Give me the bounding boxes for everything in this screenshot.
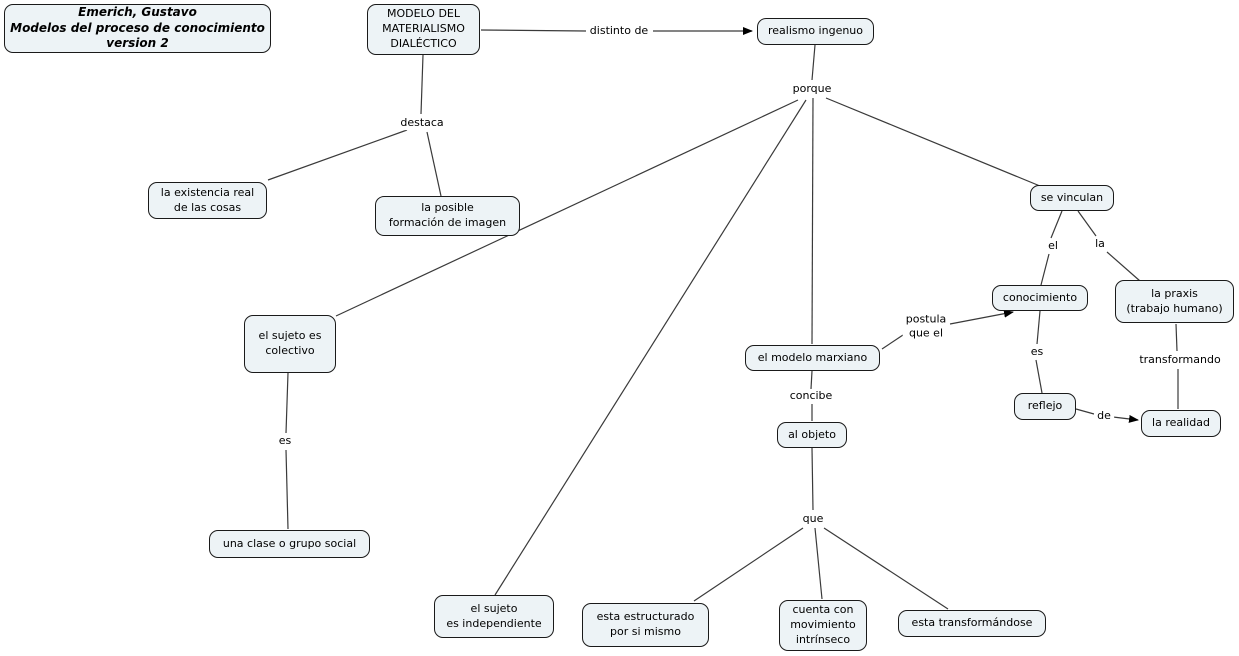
node-reflejo[interactable]: reflejo — [1014, 393, 1076, 420]
node-se-vinculan[interactable]: se vinculan — [1030, 185, 1114, 211]
node-modelo-materialismo-dialectico[interactable]: MODELO DEL MATERIALISMO DIALÉCTICO — [367, 4, 480, 55]
edge-sevinculan-to-el — [1050, 210, 1063, 239]
edge-objeto-to-que — [811, 447, 814, 511]
node-praxis-trabajo-humano[interactable]: la praxis (trabajo humano) — [1115, 280, 1234, 323]
edge-que-to-cuenta — [814, 527, 823, 600]
edge-es-to-clase — [285, 449, 289, 530]
edge-que-to-transformandose — [823, 527, 949, 610]
edge-modelo-to-destaca — [420, 54, 424, 115]
edge-conocimiento-to-es — [1036, 310, 1041, 345]
node-esta-transformandose[interactable]: esta transformándose — [898, 610, 1046, 637]
link-label-postula-que-el[interactable]: postula que el — [902, 312, 950, 340]
node-map-title[interactable]: Emerich, Gustavo Modelos del proceso de … — [4, 4, 271, 53]
edge-sevinculan-to-la — [1077, 210, 1097, 237]
node-existencia-real[interactable]: la existencia real de las cosas — [148, 182, 267, 219]
node-estructurado-por-si-mismo[interactable]: esta estructurado por si mismo — [582, 603, 709, 647]
edge-de-to-realidad — [1112, 414, 1139, 423]
edge-es-to-reflejo — [1035, 359, 1043, 394]
link-label-que[interactable]: que — [799, 512, 827, 526]
edge-la-to-praxis — [1106, 251, 1141, 282]
link-label-destaca[interactable]: destaca — [397, 116, 447, 130]
edge-porque-to-independiente — [494, 99, 807, 596]
link-label-es-left[interactable]: es — [275, 434, 295, 448]
edge-porque-to-marxiano — [811, 97, 814, 345]
link-label-es-right[interactable]: es — [1027, 345, 1047, 359]
edge-colectivo-to-es — [285, 372, 289, 434]
edge-destaca-to-posible — [426, 131, 442, 197]
edge-marxiano-to-concibe — [810, 370, 813, 390]
node-modelo-marxiano[interactable]: el modelo marxiano — [745, 345, 880, 371]
link-label-concibe[interactable]: concibe — [786, 389, 836, 403]
node-al-objeto[interactable]: al objeto — [777, 422, 847, 448]
node-realismo-ingenuo[interactable]: realismo ingenuo — [757, 18, 874, 45]
edge-destaca-to-existencia — [267, 129, 408, 181]
link-label-transformando[interactable]: transformando — [1136, 353, 1224, 367]
link-label-porque[interactable]: porque — [789, 82, 835, 96]
edge-reflejo-to-de — [1075, 408, 1095, 415]
node-movimiento-intrinseco[interactable]: cuenta con movimiento intrínseco — [779, 600, 867, 651]
edge-postula-to-conocimiento — [949, 309, 1014, 325]
link-label-la[interactable]: la — [1092, 237, 1108, 251]
edge-el-to-conocimiento — [1040, 253, 1050, 286]
edge-que-to-estructurado — [693, 527, 804, 602]
link-label-el[interactable]: el — [1045, 239, 1061, 253]
node-conocimiento[interactable]: conocimiento — [992, 285, 1088, 311]
node-clase-grupo-social[interactable]: una clase o grupo social — [209, 530, 370, 558]
link-label-distinto-de[interactable]: distinto de — [586, 24, 652, 38]
node-la-realidad[interactable]: la realidad — [1141, 410, 1221, 437]
edge-modelo-to-distinto-de — [480, 29, 587, 32]
edge-porque-to-colectivo — [335, 99, 799, 317]
edge-marxiano-to-postula — [881, 334, 904, 350]
node-sujeto-independiente[interactable]: el sujeto es independiente — [434, 595, 554, 638]
node-posible-formacion-imagen[interactable]: la posible formación de imagen — [375, 196, 520, 236]
edge-praxis-to-transformando — [1175, 323, 1178, 352]
link-label-de[interactable]: de — [1094, 409, 1114, 423]
node-sujeto-colectivo[interactable]: el sujeto es colectivo — [244, 315, 336, 373]
edge-realismo-to-porque — [811, 44, 816, 81]
edge-porque-to-sevinculan — [825, 97, 1041, 187]
